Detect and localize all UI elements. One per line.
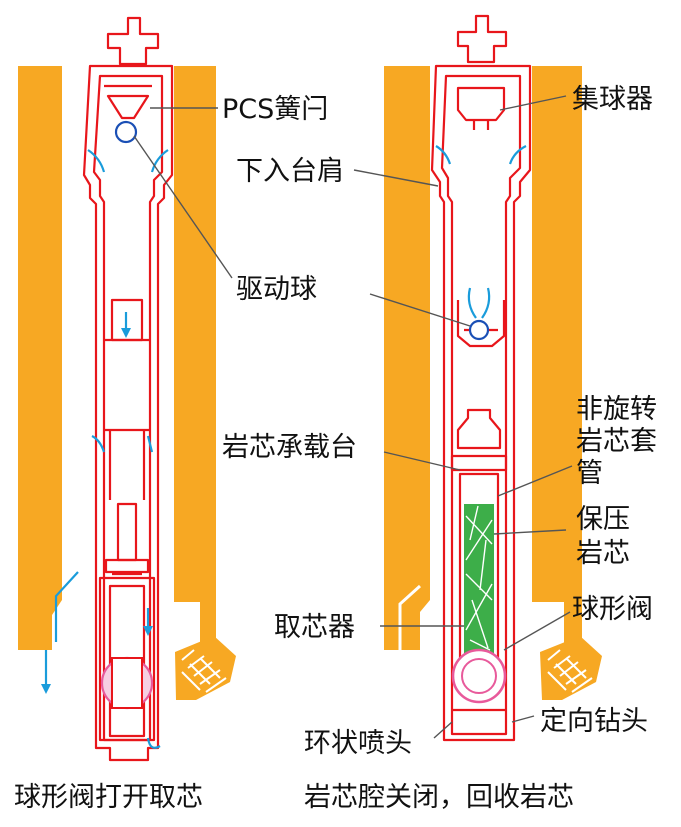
- leader-ring-nozzle: [433, 721, 453, 739]
- right-bit-teeth: [547, 649, 593, 693]
- label-core-barrel: 取芯器: [274, 612, 355, 643]
- right-tool-body: [430, 14, 532, 742]
- leader-core-support: [383, 451, 461, 471]
- left-flow-arrowheads: [41, 328, 153, 694]
- leader-ball-valve: [503, 611, 571, 651]
- captions: 球形阀打开取芯 岩芯腔关闭，回收岩芯: [14, 782, 574, 813]
- left-assembly: [18, 16, 236, 762]
- right-ball-valve: [451, 648, 507, 704]
- leader-directional-bit: [511, 715, 535, 723]
- right-casing-right-wall: [532, 66, 582, 650]
- right-flow-arrows: [435, 145, 527, 319]
- label-core-sleeve-line2: 岩芯套: [576, 426, 657, 457]
- caption-right: 岩芯腔关闭，回收岩芯: [304, 782, 574, 813]
- left-drive-ball: [114, 120, 138, 144]
- right-casing-left-wall: [384, 66, 430, 650]
- label-core-sleeve-line1: 非旋转: [576, 394, 657, 425]
- leader-lines: [133, 95, 573, 739]
- leader-drive-ball-right: [369, 293, 471, 327]
- right-drive-ball: [468, 319, 490, 341]
- label-drive-ball: 驱动球: [236, 274, 317, 305]
- leader-drive-ball-left: [133, 135, 233, 279]
- leader-landing-shoulder: [353, 169, 439, 187]
- leader-core-sleeve: [497, 465, 573, 497]
- labels: PCS簧闩 集球器 下入台肩 驱动球 岩芯承载台 非旋转 岩芯套 管 保压 岩芯…: [222, 84, 657, 759]
- label-pressure-core-line2: 岩芯: [576, 538, 630, 569]
- label-core-sleeve-line3: 管: [576, 458, 603, 489]
- leader-ball-catcher: [499, 95, 567, 111]
- right-casing-channel: [398, 584, 422, 652]
- leader-pressure-core: [493, 529, 567, 535]
- label-core-support: 岩芯承载台: [222, 432, 357, 463]
- label-ball-catcher: 集球器: [572, 84, 653, 115]
- left-bit-teeth: [181, 649, 227, 693]
- left-casing-left-wall: [18, 66, 62, 650]
- label-ball-valve: 球形阀: [572, 594, 653, 625]
- left-casing-right-wall: [174, 66, 216, 650]
- left-ball-valve: [100, 656, 154, 710]
- caption-left: 球形阀打开取芯: [14, 782, 203, 813]
- right-assembly: [384, 14, 602, 742]
- label-pcs-valve: PCS簧闩: [222, 94, 328, 125]
- label-pressure-core-line1: 保压: [576, 504, 630, 535]
- right-pressure-core: [464, 504, 494, 654]
- label-ring-nozzle: 环状喷头: [304, 728, 412, 759]
- label-directional-bit: 定向钻头: [540, 706, 648, 737]
- left-flow-arrows: [44, 149, 169, 749]
- label-landing-shoulder: 下入台肩: [236, 156, 344, 187]
